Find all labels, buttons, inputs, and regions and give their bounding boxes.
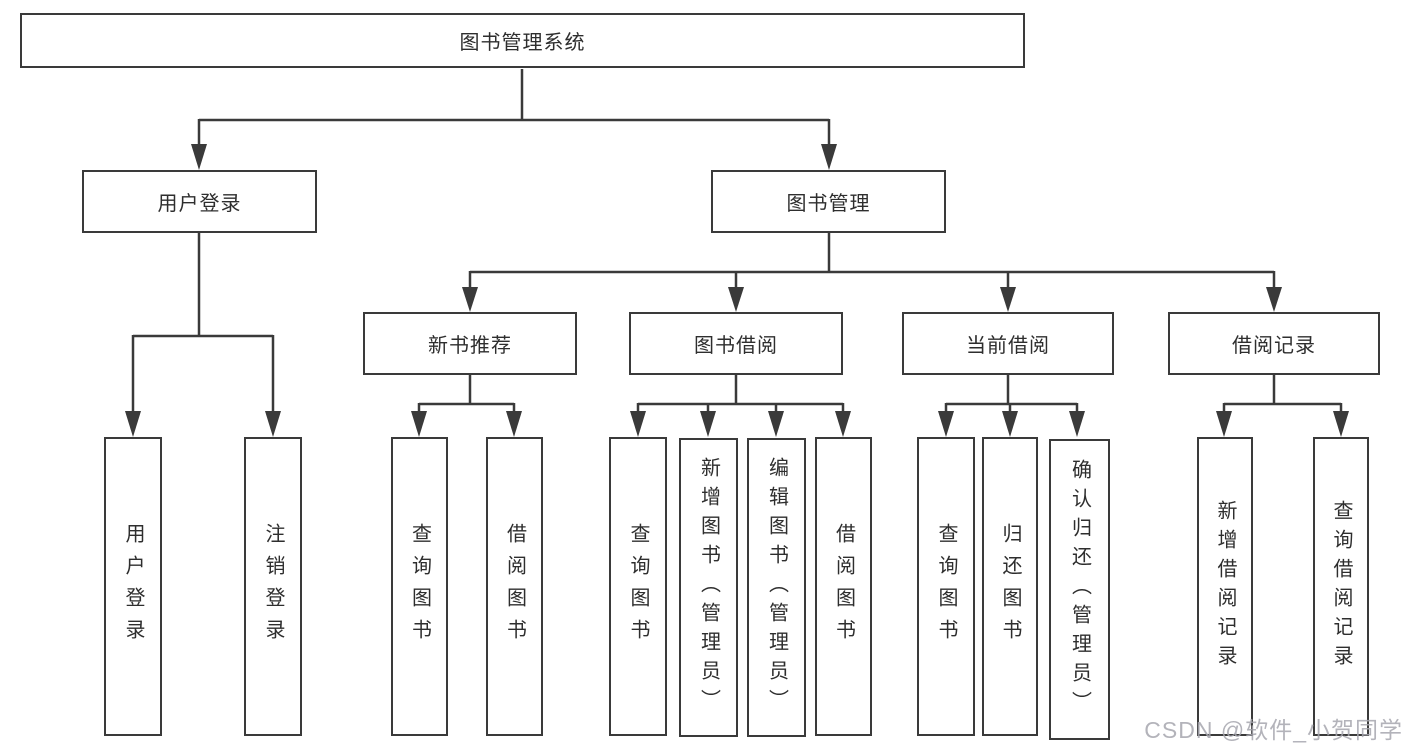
leaf-add-borrow-record: 新增借阅记录 bbox=[1197, 437, 1253, 736]
leaf-query-book-borrow: 查询图书 bbox=[609, 437, 667, 736]
csdn-watermark: CSDN @软件_小贺同学 bbox=[1144, 717, 1403, 743]
leaf-borrow-book: 借阅图书 bbox=[815, 437, 872, 736]
leaf-edit-book-admin: 编辑图书（管理员） bbox=[747, 438, 806, 737]
leaf-add-book-admin: 新增图书（管理员） bbox=[679, 438, 738, 737]
node-root-library-system: 图书管理系统 bbox=[20, 13, 1025, 68]
node-book-management: 图书管理 bbox=[711, 170, 946, 233]
leaf-confirm-return-admin: 确认归还（管理员） bbox=[1049, 439, 1110, 740]
leaf-query-borrow-record: 查询借阅记录 bbox=[1313, 437, 1369, 736]
node-current-borrow: 当前借阅 bbox=[902, 312, 1114, 375]
leaf-return-book: 归还图书 bbox=[982, 437, 1038, 736]
leaf-user-login: 用户登录 bbox=[104, 437, 162, 736]
leaf-logout: 注销登录 bbox=[244, 437, 302, 736]
leaf-borrow-book-recommend: 借阅图书 bbox=[486, 437, 543, 736]
node-book-borrow: 图书借阅 bbox=[629, 312, 843, 375]
leaf-query-book-current: 查询图书 bbox=[917, 437, 975, 736]
leaf-query-book-recommend: 查询图书 bbox=[391, 437, 448, 736]
node-new-book-recommend: 新书推荐 bbox=[363, 312, 577, 375]
node-user-login: 用户登录 bbox=[82, 170, 317, 233]
node-borrow-records: 借阅记录 bbox=[1168, 312, 1380, 375]
